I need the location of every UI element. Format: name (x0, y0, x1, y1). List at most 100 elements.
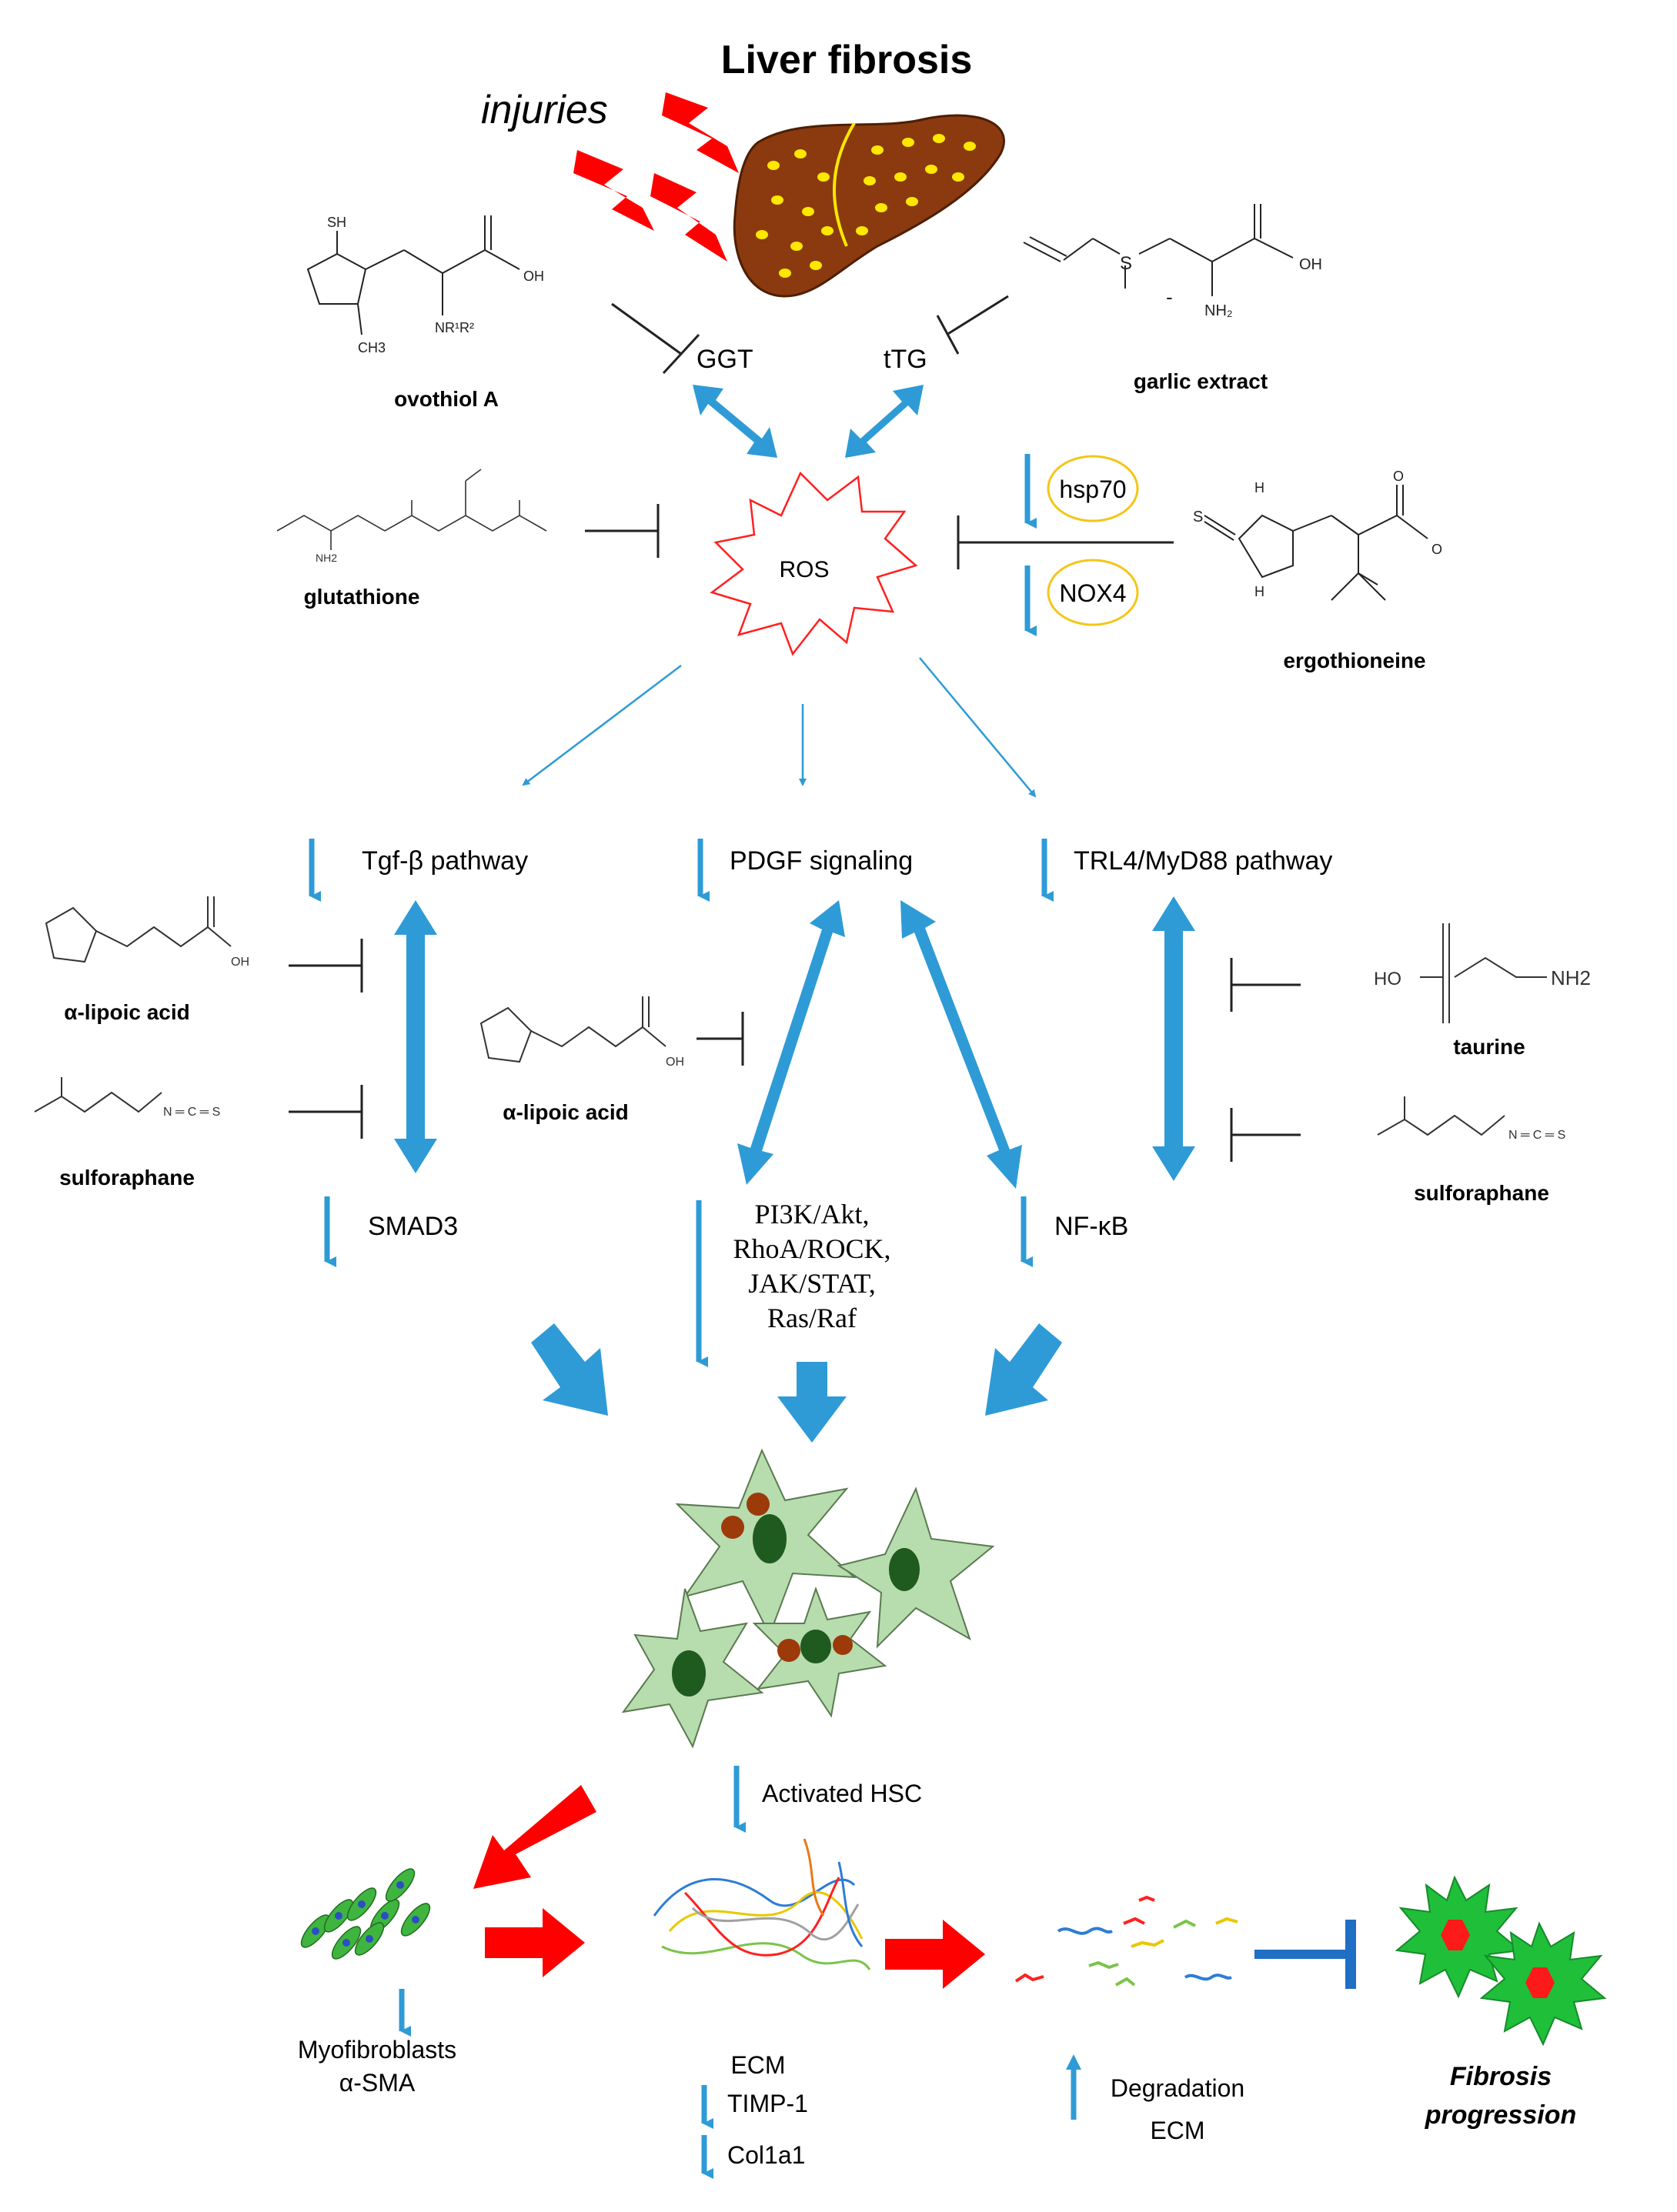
hsp70-label: hsp70 (1059, 475, 1126, 503)
lipoic-center-oh: OH (666, 1056, 684, 1069)
pi3k-line-3: JAK/STAT, (748, 1268, 875, 1299)
ovothiol-nr: NR¹R² (435, 320, 474, 335)
nox4-label: NOX4 (1059, 579, 1126, 607)
taurine-structure (1420, 923, 1547, 1023)
double-arrow-ttg-ros (845, 385, 924, 458)
double-arrow-pdgf-nfkb (900, 900, 1022, 1189)
ovothiol-structure (306, 215, 520, 335)
ros-to-pathways (522, 657, 1037, 798)
taurine-nh2: NH2 (1551, 966, 1591, 989)
inhibit-glutathione-ros (585, 504, 660, 558)
ergothioneine-s: S (1193, 509, 1203, 525)
liver-icon (733, 114, 1005, 298)
lightning-bolt-icon (573, 150, 654, 231)
ecm-fibers (653, 1838, 871, 1970)
inhibit-fibrosis (1254, 1920, 1356, 1989)
converge-arrow-center (777, 1362, 847, 1443)
hsp70-ring (1047, 455, 1139, 522)
converge-arrow-left (531, 1323, 608, 1416)
ovothiol-sh: SH (327, 215, 346, 230)
sulforaphane-right-structure (1377, 1096, 1505, 1136)
red-arrow-to-degradation (885, 1920, 985, 1989)
sulforaphane-right-label: sulforaphane (1414, 1181, 1549, 1205)
degradation-ecm-label: ECM (1150, 2117, 1204, 2144)
double-arrow-tgf-smad3 (394, 900, 437, 1173)
lightning-bolt-icon (662, 92, 739, 173)
inhibit-ovothiol-ggt (611, 302, 700, 375)
taurine-label: taurine (1453, 1035, 1525, 1059)
sulforaphane-left-label: sulforaphane (59, 1166, 195, 1189)
garlic-o-minus: - (1166, 285, 1173, 309)
degradation-label: Degradation (1111, 2074, 1244, 2102)
hsc-cell (621, 1588, 764, 1749)
ecm-fragments (1014, 1895, 1238, 1987)
lipoic-left-oh: OH (231, 956, 249, 969)
lightning-bolt-icon (650, 173, 727, 262)
glutathione-label: glutathione (304, 585, 420, 609)
sulforaphane-left-structure (34, 1077, 162, 1113)
fibrosis-progression-line1: Fibrosis (1450, 2062, 1552, 2091)
trl4-pathway-label: TRL4/MyD88 pathway (1074, 846, 1332, 876)
glutathione-structure (276, 469, 547, 550)
garlic-label: garlic extract (1134, 369, 1268, 393)
tgf-pathway-label: Tgf-β pathway (362, 846, 528, 876)
fibrosis-progression-line2: progression (1425, 2100, 1576, 2130)
ros-label: ROS (779, 557, 829, 582)
myofibroblast-cells (300, 1868, 431, 1960)
pdgf-signaling-label: PDGF signaling (730, 846, 913, 876)
garlic-structure (1023, 204, 1294, 296)
injuries-label: injuries (481, 88, 608, 132)
lipoic-center-structure (479, 996, 666, 1063)
timp1-label: TIMP-1 (727, 2090, 808, 2117)
double-arrow-pdgf-pi3k (737, 900, 845, 1185)
pi3k-line-1: PI3K/Akt, (754, 1199, 869, 1229)
smad3-label: SMAD3 (368, 1212, 458, 1241)
diagram-title: Liver fibrosis (721, 38, 973, 82)
ovothiol-label: ovothiol A (394, 387, 499, 411)
ggt-label: GGT (697, 345, 753, 374)
red-arrow-to-myofibroblasts (473, 1785, 596, 1889)
ttg-label: tTG (884, 345, 927, 374)
red-arrow-to-ecm (485, 1908, 585, 1977)
myofibroblasts-label: Myofibroblasts (298, 2036, 456, 2064)
ergothioneine-structure (1204, 485, 1428, 601)
ergothioneine-h-bottom: H (1254, 584, 1264, 599)
nfkb-label: NF-κB (1054, 1212, 1128, 1241)
ergothioneine-o-right: O (1431, 542, 1442, 557)
lightning-bolts (573, 92, 739, 262)
activated-hsc-label: Activated HSC (762, 1780, 922, 1807)
hsc-cluster (621, 1448, 995, 1749)
double-arrow-trl4-nfkb (1152, 896, 1195, 1181)
pi3k-line-2: RhoA/ROCK, (733, 1233, 890, 1264)
garlic-nh2: NH₂ (1204, 302, 1233, 319)
degradation-up-arrow (1066, 2054, 1081, 2120)
lipoic-left-structure (45, 896, 232, 963)
double-arrow-ggt-ros (693, 385, 777, 458)
inhibit-sulforaphane-trl4 (1230, 1108, 1301, 1162)
sulforaphane-right-ncs: N ═ C ═ S (1508, 1129, 1565, 1142)
asma-label: α-SMA (339, 2069, 416, 2097)
col1a1-label: Col1a1 (727, 2141, 805, 2169)
converge-arrow-right (985, 1323, 1062, 1416)
ovothiol-ch3: CH3 (358, 340, 386, 355)
lipoic-center-label: α-lipoic acid (503, 1100, 628, 1124)
inhibit-sulforaphane-tgf (289, 1085, 363, 1139)
glutathione-nh2: NH2 (316, 552, 337, 564)
ergothioneine-h-top: H (1254, 480, 1264, 495)
inhibit-garlic-ttg (936, 295, 1009, 355)
hsc-cell (837, 1486, 995, 1649)
inhibit-taurine-trl4 (1230, 958, 1301, 1012)
fibrosis-progression-icon (1395, 1875, 1607, 2047)
inhibit-lipoic-tgf (289, 939, 363, 993)
ovothiol-oh: OH (523, 269, 544, 284)
garlic-oh: OH (1299, 256, 1322, 273)
ergothioneine-o-top: O (1393, 469, 1404, 484)
ergothioneine-label: ergothioneine (1283, 649, 1425, 672)
sulforaphane-left-ncs: N ═ C ═ S (163, 1106, 220, 1119)
ecm-label: ECM (730, 2051, 785, 2079)
inhibit-lipoic-pdgf (697, 1012, 744, 1066)
nox4-ring (1047, 559, 1139, 626)
pi3k-line-4: Ras/Raf (767, 1303, 857, 1333)
